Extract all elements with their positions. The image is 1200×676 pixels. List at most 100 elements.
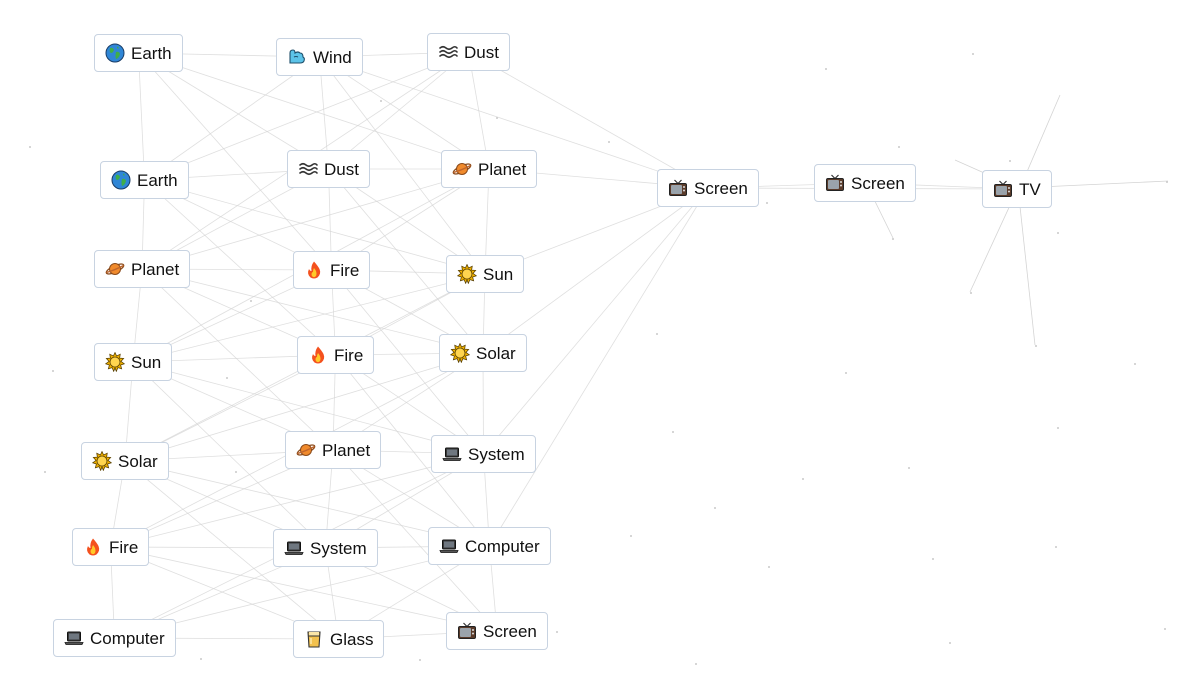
background-particle bbox=[556, 631, 558, 633]
element-solar[interactable]: Solar bbox=[439, 334, 527, 372]
element-label: Dust bbox=[464, 42, 499, 62]
background-particle bbox=[972, 53, 974, 55]
element-fire[interactable]: Fire bbox=[293, 251, 371, 289]
element-label: Sun bbox=[131, 352, 162, 372]
wind-icon bbox=[287, 47, 307, 67]
laptop-icon bbox=[64, 628, 84, 648]
element-label: Fire bbox=[109, 537, 139, 557]
sun-icon bbox=[450, 343, 470, 363]
element-dust[interactable]: Dust bbox=[427, 33, 510, 71]
background-particle bbox=[380, 100, 382, 102]
earth-globe-icon bbox=[111, 170, 131, 190]
background-particle bbox=[1009, 160, 1011, 162]
element-screen[interactable]: Screen bbox=[814, 164, 916, 202]
element-label: Planet bbox=[322, 440, 371, 460]
background-particle bbox=[235, 471, 237, 473]
connector-line bbox=[144, 179, 486, 275]
element-sun[interactable]: Sun bbox=[446, 255, 525, 293]
fire-icon bbox=[83, 537, 103, 557]
element-label: Sun bbox=[483, 264, 514, 284]
background-particle bbox=[1057, 232, 1059, 234]
element-screen[interactable]: Screen bbox=[657, 169, 759, 207]
background-particle bbox=[672, 431, 674, 433]
element-solar[interactable]: Solar bbox=[81, 442, 169, 480]
connector-line bbox=[110, 546, 498, 632]
element-wind[interactable]: Wind bbox=[276, 38, 363, 76]
tv-icon bbox=[457, 621, 477, 641]
tv-icon bbox=[993, 179, 1013, 199]
element-label: Earth bbox=[137, 170, 178, 190]
element-tv[interactable]: TV bbox=[982, 170, 1052, 208]
element-sun[interactable]: Sun bbox=[94, 343, 173, 381]
element-label: System bbox=[310, 538, 367, 558]
background-particle bbox=[892, 238, 894, 240]
background-particle bbox=[1164, 628, 1166, 630]
element-label: TV bbox=[1019, 179, 1041, 199]
connector-line bbox=[124, 460, 339, 640]
element-computer[interactable]: Computer bbox=[53, 619, 176, 657]
element-planet[interactable]: Planet bbox=[285, 431, 382, 469]
element-system[interactable]: System bbox=[273, 529, 378, 567]
fire-icon bbox=[304, 260, 324, 280]
background-particle bbox=[768, 566, 770, 568]
element-dust[interactable]: Dust bbox=[287, 150, 370, 188]
connector-line bbox=[144, 51, 469, 181]
element-planet[interactable]: Planet bbox=[94, 250, 191, 288]
background-particle bbox=[200, 658, 202, 660]
connector-line bbox=[482, 187, 709, 354]
dust-icon bbox=[438, 42, 458, 62]
background-particle bbox=[695, 663, 697, 665]
fire-icon bbox=[308, 345, 328, 365]
element-label: System bbox=[468, 444, 525, 464]
glass-icon bbox=[304, 629, 324, 649]
laptop-icon bbox=[284, 538, 304, 558]
background-particle bbox=[608, 141, 610, 143]
background-particle bbox=[766, 202, 768, 204]
connector-line bbox=[141, 268, 334, 451]
connector-line bbox=[144, 179, 336, 356]
element-computer[interactable]: Computer bbox=[428, 527, 551, 565]
sun-icon bbox=[92, 451, 112, 471]
connector-line bbox=[1017, 187, 1036, 346]
background-particle bbox=[250, 300, 252, 302]
connector-line bbox=[124, 352, 484, 462]
background-particle bbox=[1057, 427, 1059, 429]
element-label: Dust bbox=[324, 159, 359, 179]
background-particle bbox=[496, 117, 498, 119]
connector-line bbox=[138, 52, 145, 181]
element-fire[interactable]: Fire bbox=[297, 336, 375, 374]
element-earth[interactable]: Earth bbox=[100, 161, 189, 199]
background-particle bbox=[1055, 546, 1057, 548]
background-particle bbox=[949, 642, 951, 644]
background-particle bbox=[1035, 345, 1037, 347]
background-particle bbox=[52, 370, 54, 372]
sun-icon bbox=[105, 352, 125, 372]
element-screen[interactable]: Screen bbox=[446, 612, 548, 650]
background-particle bbox=[825, 68, 827, 70]
connector-line bbox=[335, 354, 490, 547]
connector-line bbox=[328, 168, 484, 354]
background-particle bbox=[845, 372, 847, 374]
element-label: Screen bbox=[483, 621, 537, 641]
tv-icon bbox=[825, 173, 845, 193]
connector-line bbox=[138, 52, 490, 170]
background-particle bbox=[29, 146, 31, 148]
connector-line bbox=[141, 168, 490, 270]
element-label: Screen bbox=[694, 178, 748, 198]
background-particle bbox=[802, 478, 804, 480]
connector-line bbox=[489, 187, 709, 547]
background-particle bbox=[898, 146, 900, 148]
element-label: Screen bbox=[851, 173, 905, 193]
background-particle bbox=[226, 377, 228, 379]
earth-globe-icon bbox=[105, 43, 125, 63]
element-system[interactable]: System bbox=[431, 435, 536, 473]
element-earth[interactable]: Earth bbox=[94, 34, 183, 72]
element-glass[interactable]: Glass bbox=[293, 620, 385, 658]
element-fire[interactable]: Fire bbox=[72, 528, 150, 566]
element-label: Solar bbox=[476, 343, 516, 363]
background-particle bbox=[630, 535, 632, 537]
connector-line bbox=[132, 273, 486, 363]
planet-icon bbox=[296, 440, 316, 460]
element-planet[interactable]: Planet bbox=[441, 150, 538, 188]
